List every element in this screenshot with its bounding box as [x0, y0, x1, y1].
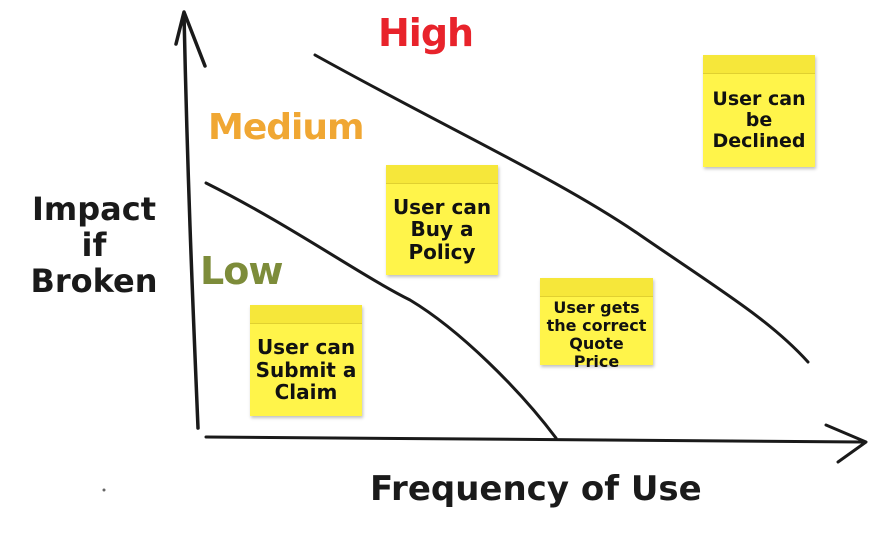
zone-label-high: High [378, 11, 474, 55]
medium-high-divider [313, 53, 810, 364]
note-text: User can Submit a Claim [255, 335, 357, 405]
sticky-note-declined: User can be Declined [703, 55, 815, 167]
note-strip [250, 305, 362, 324]
x-axis-label: Frequency of Use [370, 469, 702, 509]
y-axis-arrowhead [174, 10, 207, 68]
note-text: User gets the correct Quote Price [546, 298, 647, 371]
y-axis-line [182, 12, 200, 430]
x-axis-line [204, 435, 864, 444]
x-axis-arrowhead [824, 423, 868, 464]
sticky-note-submit-claim: User can Submit a Claim [250, 305, 362, 416]
low-medium-divider [204, 181, 558, 440]
stray-dot [102, 488, 106, 492]
note-strip [540, 278, 653, 297]
sticky-note-quote-price: User gets the correct Quote Price [540, 278, 653, 370]
sticky-note-buy-policy: User can Buy a Policy [386, 165, 498, 275]
y-axis-label: Impact if Broken [30, 190, 158, 300]
note-strip [386, 165, 498, 184]
zone-label-low: Low [200, 249, 283, 293]
zone-label-medium: Medium [208, 107, 364, 148]
note-strip [703, 55, 815, 74]
note-text: User can Buy a Policy [392, 194, 492, 264]
note-text: User can be Declined [712, 87, 806, 153]
